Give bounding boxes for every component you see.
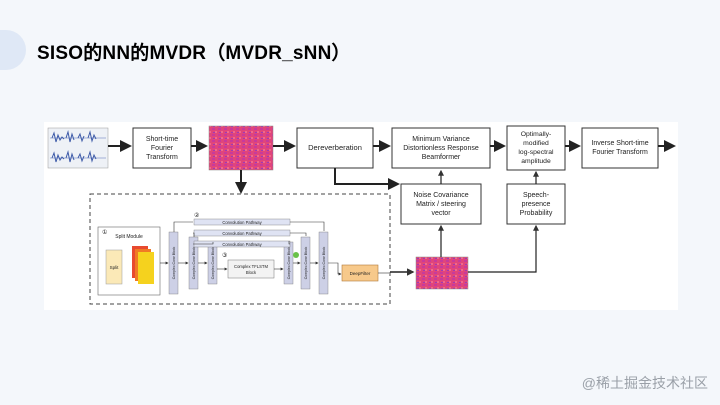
marker-1: ① — [102, 229, 107, 236]
stft-box — [132, 127, 192, 169]
noise-cov-label-2: Matrix / steering — [416, 201, 466, 208]
nn-flow-arrows — [160, 221, 342, 276]
dereverberation-label: Dereverberation — [308, 143, 362, 152]
deepfilter-label: DeepFilter — [350, 271, 371, 276]
mvdr-label-2: Distortionless Response — [403, 145, 479, 152]
split-module-label: Split Module — [115, 234, 143, 240]
conv-pathway-label-2: Convolution Pathway — [222, 231, 262, 236]
omlsa-label-3: log-spectral — [518, 149, 554, 156]
ccb-label-2: Complex Conv Block — [192, 247, 196, 280]
mvdr-label-3: Beamformer — [422, 154, 461, 161]
omlsa-label-4: amplitude — [521, 158, 551, 165]
sum-node — [293, 252, 299, 258]
stft-label-2: Fourier — [151, 145, 174, 152]
omlsa-label-2: modified — [523, 140, 549, 147]
marker-3: ③ — [222, 252, 227, 259]
tflstm-label-2: Block — [246, 270, 257, 275]
watermark: @稀土掘金技术社区 — [581, 375, 708, 391]
arrow — [334, 168, 400, 190]
ccb-label-4: Complex Conv Block — [287, 247, 291, 280]
architecture-diagram: Short-time Fourier Transform Dereverbera… — [47, 125, 676, 305]
marker-2: ② — [194, 212, 200, 219]
neural-network-box — [89, 193, 391, 305]
ccb-label-3: Complex Conv Block — [211, 247, 215, 280]
split-block — [105, 249, 123, 285]
omlsa-label-1: Optimally- — [521, 131, 552, 138]
split-label: Split — [110, 265, 120, 270]
input-waveforms — [47, 127, 109, 169]
slide-title: SISO的NN的MVDR（MVDR_sNN） — [37, 43, 351, 64]
slide-corner-accent — [0, 30, 26, 70]
input-spectrogram — [208, 125, 274, 171]
spp-label-3: Probability — [520, 210, 553, 217]
mvdr-label-1: Minimum Variance — [412, 136, 470, 143]
noise-covariance-box — [400, 183, 482, 225]
tflstm-label-1: Complex TFLSTM — [234, 264, 268, 269]
architecture-figure: Short-time Fourier Transform Dereverbera… — [44, 122, 678, 310]
conv-pathway-label-3: Convolution Pathway — [222, 242, 262, 247]
ccb-label-1: Complex Conv Block — [172, 247, 176, 280]
istft-label-1: Inverse Short-time — [591, 140, 648, 147]
ccb-label-5: Complex Conv Block — [304, 247, 308, 280]
mvdr-box — [391, 127, 491, 169]
stft-label-1: Short-time — [146, 136, 178, 143]
noise-cov-label-1: Noise Covariance — [413, 192, 468, 199]
stft-label-3: Transform — [146, 154, 178, 161]
arrow — [468, 224, 539, 273]
noise-cov-label-3: vector — [431, 210, 451, 217]
istft-box — [581, 127, 659, 169]
spp-label-2: presence — [522, 201, 551, 208]
spp-label-1: Speech- — [523, 192, 550, 199]
split-stack — [132, 246, 154, 284]
ccb-label-6: Complex Conv Block — [322, 247, 326, 280]
omlsa-box — [506, 125, 566, 171]
tflstm-block — [227, 259, 275, 279]
conv-pathway-label-1: Convolution Pathway — [222, 220, 262, 225]
mask-spectrogram — [415, 256, 469, 290]
istft-label-2: Fourier Transform — [592, 149, 648, 156]
